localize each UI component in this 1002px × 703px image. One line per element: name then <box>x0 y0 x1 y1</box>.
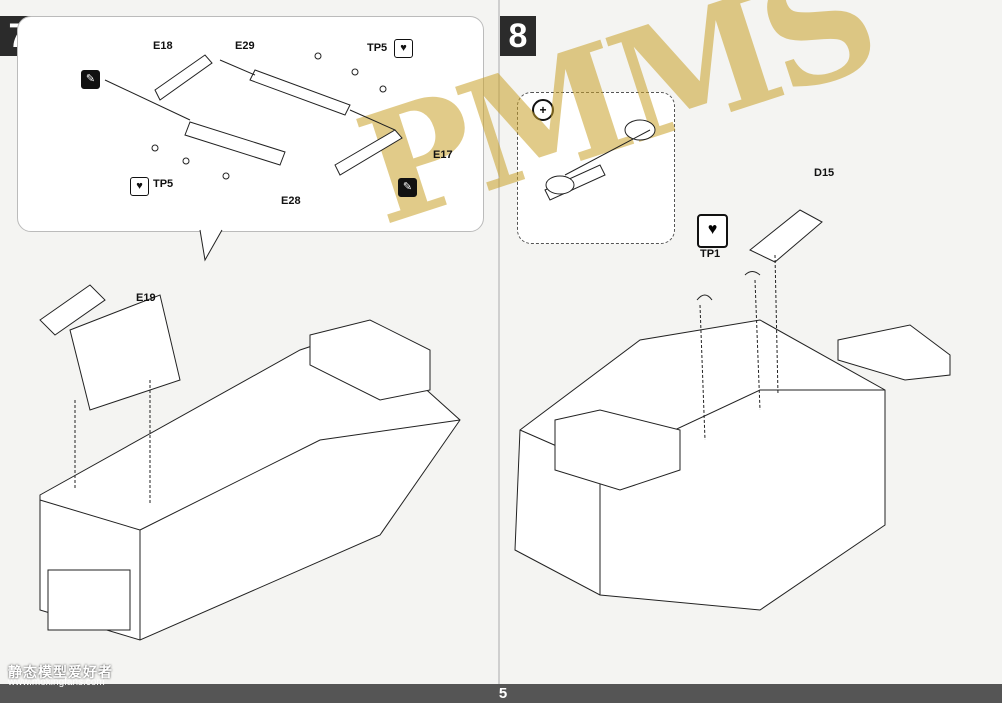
zoom-icon: + <box>532 99 554 121</box>
glue-icon: ✎ <box>81 70 100 89</box>
site-watermark-url: www.moxingfans.com <box>8 677 105 688</box>
glue-icon: ✎ <box>398 178 417 197</box>
label-e28: E28 <box>281 195 301 207</box>
label-e17: E17 <box>433 149 453 161</box>
footer-bar <box>0 684 1002 703</box>
label-e18: E18 <box>153 40 173 52</box>
label-tp5-bottom: TP5 <box>153 178 174 190</box>
broken-heart-icon: ♥ <box>130 177 149 196</box>
label-tp1: TP1 <box>700 248 721 260</box>
label-e29: E29 <box>235 40 255 52</box>
step-8-badge: 8 <box>500 16 536 56</box>
site-watermark-name: 静态模型爱好者 <box>8 664 113 680</box>
broken-heart-icon: ♥ <box>697 214 728 248</box>
label-e19: E19 <box>136 292 156 304</box>
page-number: 5 <box>498 685 508 702</box>
page-divider <box>498 0 500 685</box>
label-tp5-top: TP5 <box>367 42 388 54</box>
broken-heart-icon: ♥ <box>394 39 413 58</box>
label-d15: D15 <box>814 167 835 179</box>
